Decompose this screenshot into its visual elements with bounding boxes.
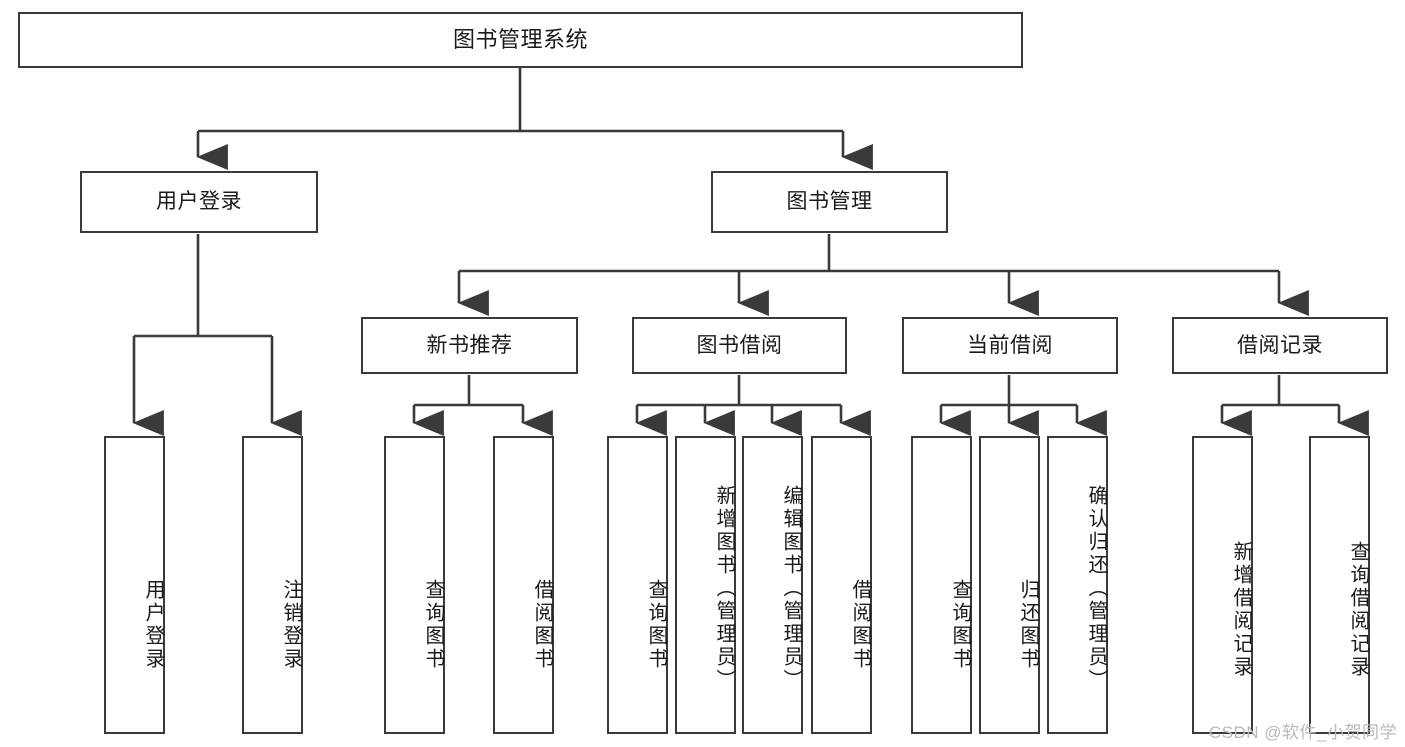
leaf-query-record[interactable]: 查询借阅记录 [1309, 436, 1370, 734]
node-label: 查询图书 [645, 579, 667, 671]
leaf-edit-book[interactable]: 编辑图书（管理员） [742, 436, 803, 734]
node-label: 图书管理系统 [452, 26, 588, 52]
node-new-book-recommend[interactable]: 新书推荐 [361, 317, 578, 374]
node-book-manage[interactable]: 图书管理 [711, 171, 948, 233]
node-label: 图书管理 [786, 190, 873, 214]
leaf-borrow-book-1[interactable]: 借阅图书 [493, 436, 554, 734]
node-label: 用户登录 [156, 190, 242, 214]
node-book-borrow[interactable]: 图书借阅 [632, 317, 847, 374]
leaf-borrow-book-2[interactable]: 借阅图书 [811, 436, 872, 734]
node-label: 新书推荐 [426, 333, 513, 357]
node-label: 归还图书 [1017, 579, 1039, 671]
node-borrow-record[interactable]: 借阅记录 [1172, 317, 1388, 374]
leaf-query-book-3[interactable]: 查询图书 [911, 436, 972, 734]
leaf-logout-login[interactable]: 注销登录 [242, 436, 303, 734]
node-label: 查询图书 [949, 579, 971, 671]
leaf-confirm-return[interactable]: 确认归还（管理员） [1047, 436, 1108, 734]
node-user-login[interactable]: 用户登录 [80, 171, 318, 233]
leaf-add-record[interactable]: 新增借阅记录 [1192, 436, 1253, 734]
node-label: 编辑图书（管理员） [780, 484, 802, 692]
node-current-borrow[interactable]: 当前借阅 [902, 317, 1118, 374]
leaf-add-book[interactable]: 新增图书（管理员） [675, 436, 736, 734]
csdn-watermark: CSDN @软件_小贺同学 [1208, 723, 1397, 742]
node-label: 注销登录 [280, 579, 302, 671]
node-label: 借阅图书 [849, 579, 871, 671]
leaf-query-book-1[interactable]: 查询图书 [384, 436, 445, 734]
leaf-user-login[interactable]: 用户登录 [104, 436, 165, 734]
leaf-query-book-2[interactable]: 查询图书 [607, 436, 668, 734]
leaf-return-book[interactable]: 归还图书 [979, 436, 1040, 734]
node-label: 查询借阅记录 [1347, 541, 1369, 679]
node-label: 新增借阅记录 [1230, 541, 1252, 679]
node-label: 借阅记录 [1237, 333, 1323, 357]
node-label: 借阅图书 [531, 579, 553, 671]
node-label: 用户登录 [142, 579, 164, 671]
node-label: 当前借阅 [967, 333, 1053, 357]
node-label: 查询图书 [422, 579, 444, 671]
node-root-book-management-system[interactable]: 图书管理系统 [18, 12, 1023, 68]
node-label: 确认归还（管理员） [1085, 484, 1107, 692]
node-label: 新增图书（管理员） [713, 484, 735, 692]
node-label: 图书借阅 [696, 333, 783, 357]
